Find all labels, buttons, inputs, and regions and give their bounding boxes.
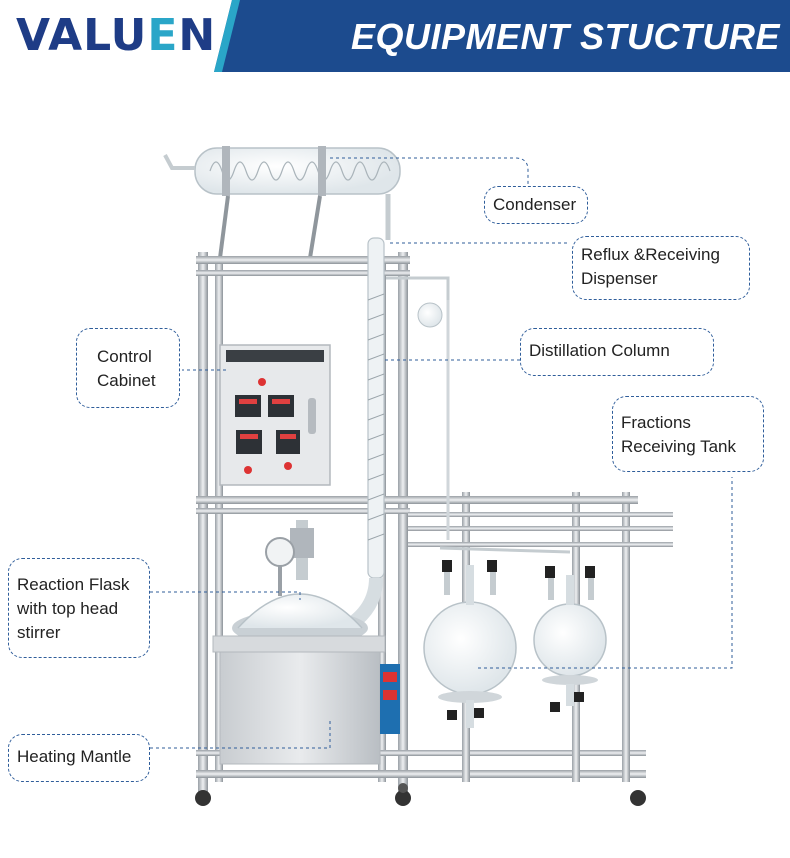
condenser-graphic — [163, 146, 401, 259]
header-background — [0, 0, 790, 72]
label-distillation-column: Distillation Column — [520, 328, 714, 376]
label-control-cabinet: Control Cabinet — [76, 328, 180, 408]
header-banner: VALUEN EQUIPMENT STUCTURE — [0, 0, 790, 72]
control-cabinet-graphic — [219, 344, 331, 486]
leader-lines — [150, 157, 733, 749]
receiving-tanks-graphic — [423, 546, 607, 728]
heating-mantle-graphic — [212, 520, 400, 765]
label-fractions-tank: Fractions Receiving Tank — [612, 396, 764, 472]
label-reaction-flask: Reaction Flask with top head stirrer — [8, 558, 150, 658]
label-condenser: Condenser — [484, 186, 588, 224]
label-heating-mantle: Heating Mantle — [8, 734, 150, 782]
label-reflux-dispenser: Reflux &Receiving Dispenser — [572, 236, 750, 300]
distillation-column-graphic — [341, 237, 450, 635]
page-title: EQUIPMENT STUCTURE — [350, 16, 780, 57]
brand-logo: VALUEN — [16, 10, 217, 61]
